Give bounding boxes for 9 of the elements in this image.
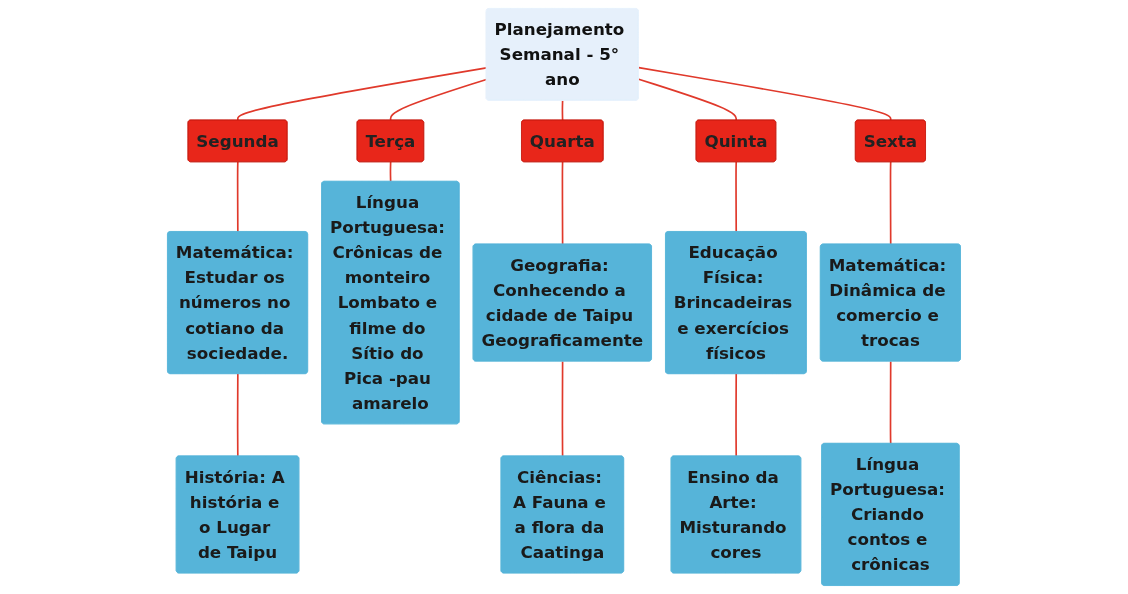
connector	[735, 373, 738, 457]
connector	[389, 161, 392, 183]
connector	[236, 161, 239, 233]
connector	[561, 360, 564, 457]
connector	[889, 360, 892, 445]
connector	[561, 161, 564, 246]
connector	[236, 373, 239, 457]
connector	[889, 161, 892, 246]
connector	[735, 161, 738, 233]
